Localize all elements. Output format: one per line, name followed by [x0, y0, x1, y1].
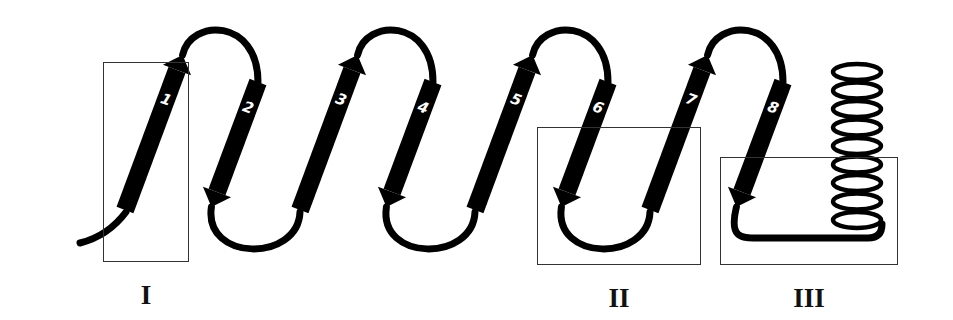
strand-arrowhead	[338, 55, 366, 75]
connecting-loop	[533, 30, 608, 82]
alpha-helix-coil	[833, 194, 881, 210]
alpha-helix-coil	[833, 175, 881, 191]
strand-arrowhead	[378, 187, 406, 207]
beta-strand	[475, 70, 527, 210]
region-label: III	[793, 283, 825, 314]
region-box: III	[720, 157, 898, 265]
alpha-helix-coil	[833, 64, 881, 80]
connecting-loop	[211, 207, 300, 249]
connecting-loop	[183, 30, 258, 82]
beta-strand	[650, 70, 702, 210]
strand-arrowhead	[728, 187, 756, 207]
connecting-loop	[708, 30, 783, 82]
strand-arrowhead	[203, 187, 231, 207]
beta-strand	[125, 70, 177, 210]
strand-arrowhead	[513, 55, 541, 75]
beta-strand	[567, 82, 608, 192]
connecting-loop	[561, 207, 650, 249]
alpha-helix-coil	[833, 101, 881, 117]
strand-arrowhead	[553, 187, 581, 207]
alpha-helix-coil	[833, 120, 881, 136]
region-box: II	[537, 127, 701, 265]
alpha-helix-coil	[833, 157, 881, 173]
beta-strand	[300, 70, 352, 210]
alpha-helix-coil	[833, 212, 881, 228]
connecting-loop	[386, 207, 475, 249]
beta-strand	[392, 82, 433, 192]
region-label: II	[608, 283, 629, 314]
strand-arrowhead	[163, 55, 191, 75]
chain-to-helix	[734, 207, 882, 238]
region-label: I	[141, 280, 152, 311]
beta-strand	[742, 82, 783, 192]
region-box: I	[103, 62, 189, 262]
strand-arrowhead	[688, 55, 716, 75]
beta-strand	[217, 82, 258, 192]
alpha-helix-coil	[833, 138, 881, 154]
connecting-loop	[358, 30, 433, 82]
alpha-helix-coil	[833, 83, 881, 99]
